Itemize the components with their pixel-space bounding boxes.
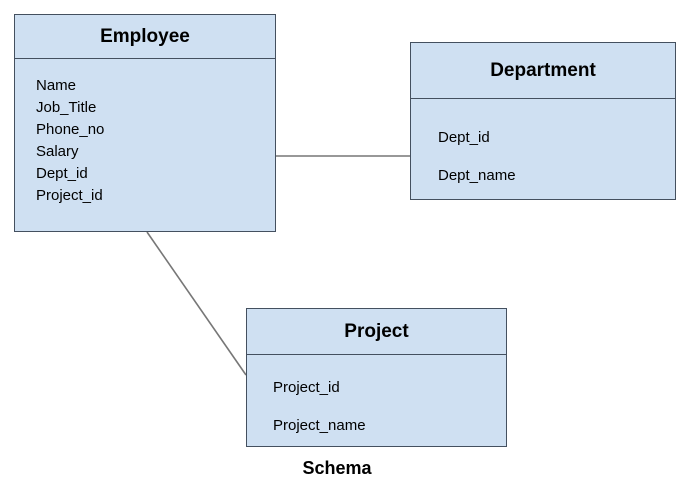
entity-project-title: Project [247, 309, 506, 355]
entity-department[interactable]: Department Dept_id Dept_name [410, 42, 676, 200]
entity-project[interactable]: Project Project_id Project_name [246, 308, 507, 447]
entity-department-attributes: Dept_id Dept_name [411, 99, 675, 195]
attribute-row: Dept_id [438, 129, 490, 146]
entity-project-attributes: Project_id Project_name [247, 355, 506, 445]
attribute-row: Dept_name [438, 167, 516, 184]
attribute-row: Name [36, 77, 77, 94]
entity-department-title: Department [411, 43, 675, 99]
attribute-row: Job_Title [36, 99, 97, 116]
entity-employee[interactable]: Employee Name Job_Title Phone_no Salary … [14, 14, 276, 232]
attribute-row: Dept_id [36, 165, 88, 182]
attribute-row: Project_name [273, 417, 366, 434]
attribute-row: Phone_no [36, 121, 105, 138]
connector-employee-project [146, 231, 247, 376]
entity-employee-title: Employee [15, 15, 275, 59]
entity-employee-attributes: Name Job_Title Phone_no Salary Dept_id P… [15, 59, 275, 207]
diagram-caption: Schema [302, 458, 372, 478]
attribute-row: Salary [36, 143, 79, 160]
attribute-row: Project_id [36, 187, 103, 204]
attribute-row: Project_id [273, 379, 340, 396]
